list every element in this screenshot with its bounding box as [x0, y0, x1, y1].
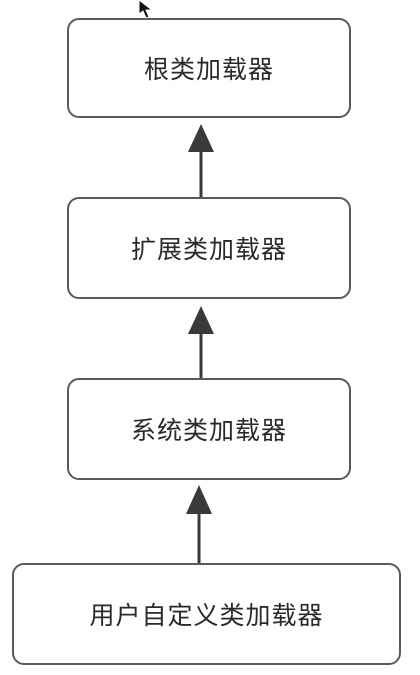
arrow-extension-to-root [188, 124, 214, 197]
mouse-pointer-icon [138, 0, 154, 19]
system-class-loader-label: 系统类加载器 [130, 416, 287, 445]
extension-class-loader-label: 扩展类加载器 [130, 235, 287, 264]
arrow-user-to-system [186, 485, 212, 563]
root-class-loader-box: 根类加载器 [67, 18, 351, 118]
system-class-loader-box: 系统类加载器 [67, 378, 351, 480]
arrow-system-to-extension [188, 306, 214, 378]
user-defined-class-loader-label: 用户自定义类加载器 [89, 601, 324, 630]
root-class-loader-label: 根类加载器 [143, 55, 274, 84]
extension-class-loader-box: 扩展类加载器 [67, 197, 351, 299]
user-defined-class-loader-box: 用户自定义类加载器 [12, 563, 401, 665]
